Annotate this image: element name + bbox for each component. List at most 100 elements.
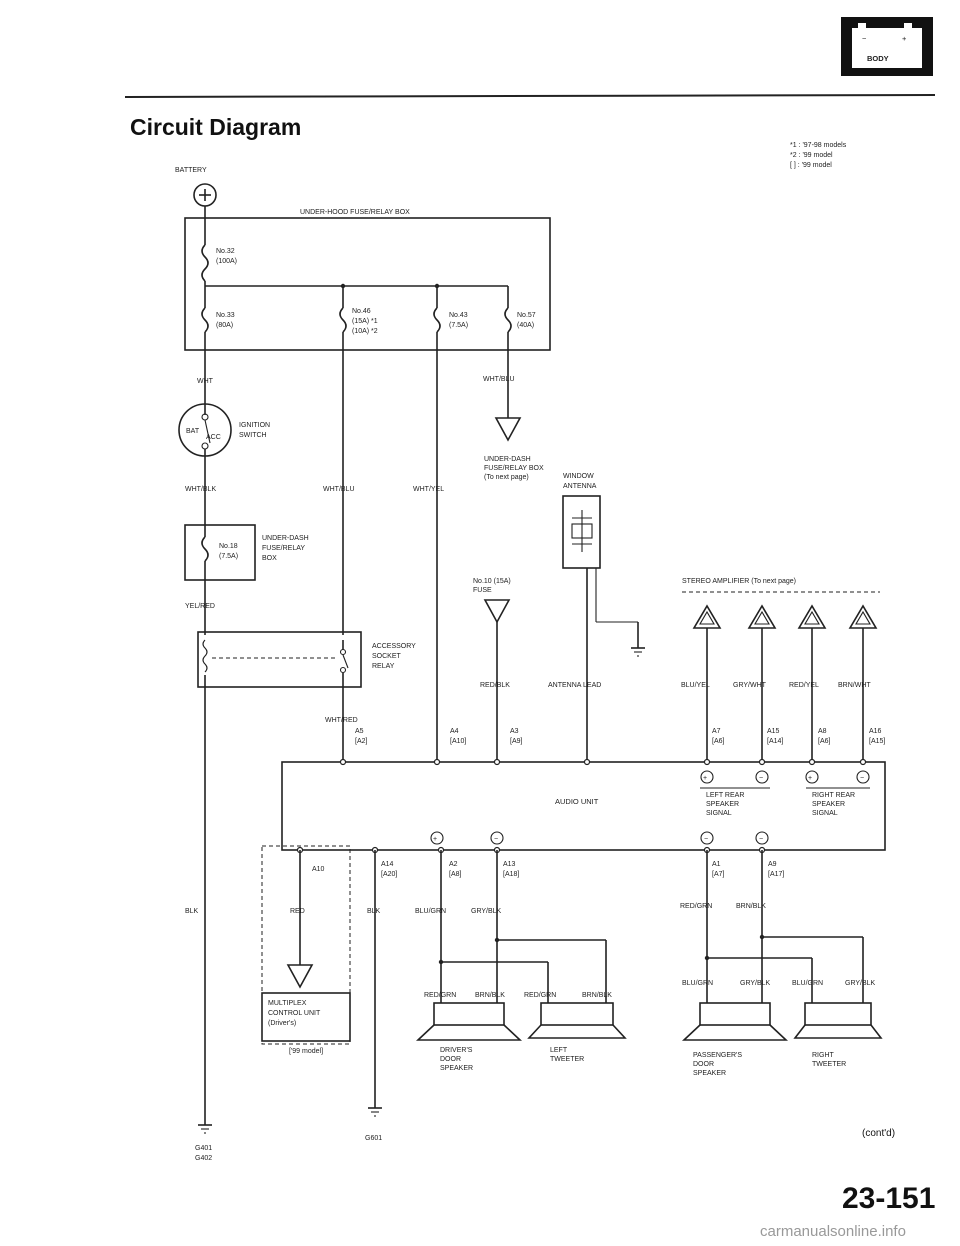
amp-terminal-a8 bbox=[797, 604, 827, 762]
window-antenna bbox=[562, 495, 601, 569]
ground-g402-label: G402 bbox=[195, 1155, 212, 1162]
fuse-no32-rating: (100A) bbox=[216, 258, 237, 265]
stereo-amplifier-label: STEREO AMPLIFIER (To next page) bbox=[682, 578, 796, 585]
pin-a2: A2 bbox=[449, 861, 458, 868]
right-rear-signal-1: RIGHT REAR bbox=[812, 792, 855, 799]
wire-wht-yel: WHT/YEL bbox=[413, 486, 444, 493]
wire-gry-wht: GRY/WHT bbox=[733, 682, 767, 689]
amp-terminal-a7 bbox=[692, 604, 722, 762]
pin-a13-alt: [A18] bbox=[503, 871, 519, 878]
pin-a14: A14 bbox=[381, 861, 394, 868]
underdash-label-2: FUSE/RELAY bbox=[262, 545, 305, 552]
wire-blu-grn-left: BLU/GRN bbox=[415, 908, 446, 915]
relay-label-3: RELAY bbox=[372, 663, 395, 670]
ground-g601-label: G601 bbox=[365, 1135, 382, 1142]
window-antenna-label-1: WINDOW bbox=[563, 473, 594, 480]
pin-a5: A5 bbox=[355, 728, 364, 735]
left-tweeter-label-1: LEFT bbox=[550, 1047, 568, 1054]
pin-a13: A13 bbox=[503, 861, 516, 868]
battery-label: BATTERY bbox=[175, 167, 207, 174]
section-label: BODY bbox=[867, 54, 889, 63]
ground-g401-label: G401 bbox=[195, 1145, 212, 1152]
left-rear-signal-3: SIGNAL bbox=[706, 810, 732, 817]
pin-a10: A10 bbox=[312, 866, 325, 873]
note-2: *2 : '99 model bbox=[790, 152, 833, 159]
underdash-box-arrow bbox=[494, 417, 522, 442]
wire-brn-blk-1: BRN/BLK bbox=[475, 992, 505, 999]
pin-a2-alt: [A8] bbox=[449, 871, 462, 878]
fuse-no33-label: No.33 bbox=[216, 312, 235, 319]
ignition-label-2: SWITCH bbox=[239, 432, 267, 439]
wire-red-grn-1: RED/GRN bbox=[424, 992, 456, 999]
wire-wht-blu-mid: WHT/BLU bbox=[323, 486, 355, 493]
left-rear-signal-2: SPEAKER bbox=[706, 801, 739, 808]
fuse-no57 bbox=[504, 307, 512, 333]
battery-plus-label: + bbox=[902, 34, 907, 43]
amp-terminal-a16 bbox=[848, 604, 878, 762]
fuse-no18-label: No.18 bbox=[219, 543, 238, 550]
pin-a4: A4 bbox=[450, 728, 459, 735]
body-section-icon: − + BODY bbox=[841, 17, 933, 76]
pin-a16: A16 bbox=[869, 728, 882, 735]
right-tweeter bbox=[793, 1002, 883, 1039]
right-rear-signal-2: SPEAKER bbox=[812, 801, 845, 808]
wire-wht: WHT bbox=[197, 378, 214, 385]
left-tweeter-label-2: TWEETER bbox=[550, 1056, 584, 1063]
underdash-fuse-box-no18 bbox=[184, 524, 256, 581]
battery-minus-label: − bbox=[862, 34, 867, 43]
fuse-no33 bbox=[201, 307, 209, 333]
header-rule bbox=[124, 94, 936, 98]
fuse-no43 bbox=[433, 307, 441, 333]
pin-a3: A3 bbox=[510, 728, 519, 735]
mcu-arrow bbox=[286, 964, 314, 989]
underhood-fuse-box bbox=[184, 217, 551, 351]
pin-a9: A9 bbox=[768, 861, 777, 868]
underdash-label-1: UNDER-DASH bbox=[262, 535, 309, 542]
wire-blk-mid: BLK bbox=[367, 908, 381, 915]
rf-minus: − bbox=[704, 836, 708, 843]
note-3: [ ] : '99 model bbox=[790, 162, 832, 169]
pin-a8-alt: [A6] bbox=[818, 738, 831, 745]
ignition-label-1: IGNITION bbox=[239, 422, 270, 429]
wire-red-blk: RED/BLK bbox=[480, 682, 510, 689]
pin-a7-alt: [A6] bbox=[712, 738, 725, 745]
pin-a7: A7 bbox=[712, 728, 721, 735]
wire-gry-blk-left: GRY/BLK bbox=[471, 908, 502, 915]
lf-plus: + bbox=[433, 836, 437, 843]
page-number: 23-151 bbox=[842, 1182, 935, 1215]
underdash-box-label-1: UNDER-DASH bbox=[484, 456, 531, 463]
rr-plus: + bbox=[808, 775, 812, 782]
fuse-no32-label: No.32 bbox=[216, 248, 235, 255]
fuse-no18 bbox=[201, 536, 209, 562]
fuse-no32 bbox=[201, 244, 209, 282]
wire-blu-grn-2: BLU/GRN bbox=[792, 980, 823, 987]
passengers-speaker-label-2: DOOR bbox=[693, 1061, 714, 1068]
pin-a15-alt: [A14] bbox=[767, 738, 783, 745]
ignition-bat-label: BAT bbox=[186, 428, 200, 435]
underdash-box-label-2: FUSE/RELAY BOX bbox=[484, 465, 544, 472]
drivers-speaker-label-1: DRIVER'S bbox=[440, 1047, 473, 1054]
page-title: Circuit Diagram bbox=[130, 114, 301, 140]
drivers-speaker-label-2: DOOR bbox=[440, 1056, 461, 1063]
rr-minus: − bbox=[860, 775, 864, 782]
ground-g401 bbox=[198, 1124, 212, 1134]
underdash-box-label-3: (To next page) bbox=[484, 474, 529, 481]
fuse-no10-sub: FUSE bbox=[473, 587, 492, 594]
fuse-no57-rating: (40A) bbox=[517, 322, 534, 329]
wire-blu-yel: BLU/YEL bbox=[681, 682, 710, 689]
wire-yel-red: YEL/RED bbox=[185, 603, 215, 610]
passengers-door-speaker bbox=[681, 1002, 789, 1041]
pin-a14-alt: [A20] bbox=[381, 871, 397, 878]
left-tweeter bbox=[527, 1002, 627, 1039]
pin-a1-alt: [A7] bbox=[712, 871, 725, 878]
wire-wht-blu-right: WHT/BLU bbox=[483, 376, 515, 383]
fuse-no18-rating: (7.5A) bbox=[219, 553, 238, 560]
wire-gry-blk-2: GRY/BLK bbox=[845, 980, 876, 987]
audio-unit-label: AUDIO UNIT bbox=[555, 797, 599, 806]
pin-a3-alt: [A9] bbox=[510, 738, 523, 745]
fuse-no43-label: No.43 bbox=[449, 312, 468, 319]
accessory-socket-relay bbox=[197, 631, 362, 688]
watermark: carmanualsonline.info bbox=[760, 1223, 906, 1240]
pin-a9-alt: [A17] bbox=[768, 871, 784, 878]
